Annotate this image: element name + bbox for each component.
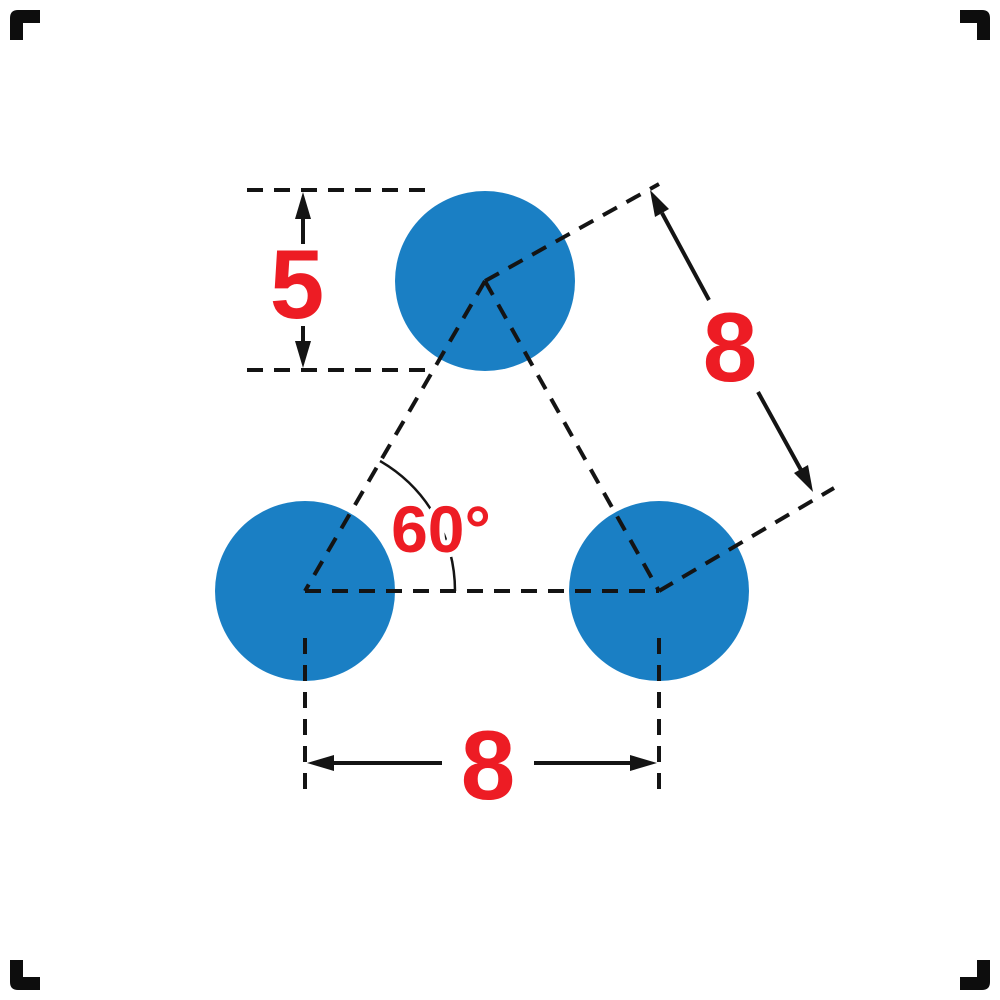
dim8-bottom-arrowhead-left [307,755,334,771]
dim8-bottom-label: 8 [461,710,516,820]
corner-mark-bottom-right [960,960,990,990]
dim5-arrowhead-up [295,192,311,219]
dim8-bottom-arrowhead-right [630,755,657,771]
dim5-arrowhead-down [295,341,311,368]
corner-mark-top-left [10,10,40,40]
dim8-diagonal-arrowhead-down [794,465,813,492]
triangle-side-left [303,279,487,593]
corner-mark-top-right [960,10,990,40]
angle-label: 60° [391,492,491,566]
triangle-side-right [483,280,661,592]
angle-arc [379,459,457,592]
dim8-diagonal-extension-bottom [657,486,836,593]
dim8-diagonal-line-upper [660,212,711,301]
dim8-diagonal-arrowhead-up [650,190,669,217]
corner-mark-bottom-left [10,960,40,990]
dim5-label: 5 [270,229,325,339]
dim8-diagonal-label: 8 [703,292,758,402]
dim8-diagonal-extension-top [484,182,660,283]
dim8-diagonal-line-lower [756,391,803,471]
